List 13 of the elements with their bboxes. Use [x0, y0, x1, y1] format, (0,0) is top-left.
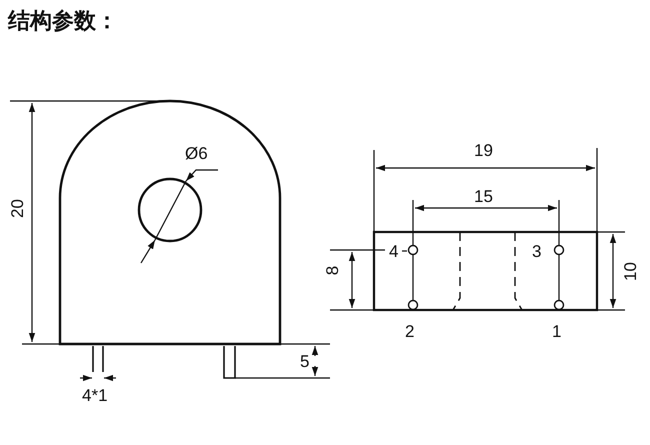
dimension-value: 4*1 [82, 387, 108, 404]
dimension-value: Ø6 [185, 145, 208, 162]
title: 结构参数： [8, 10, 118, 32]
dimension-value: 19 [474, 142, 493, 159]
dimension-value: 15 [474, 188, 493, 205]
pin-number: 4 [389, 243, 398, 260]
dimension-value: 5 [300, 353, 310, 370]
dimension-value: 20 [8, 199, 26, 218]
dimension-value: 10 [622, 262, 639, 281]
pin-number: 1 [552, 323, 562, 340]
pin-number: 2 [405, 323, 414, 340]
pin-number: 3 [532, 243, 542, 260]
dimension-value: 8 [324, 266, 342, 276]
